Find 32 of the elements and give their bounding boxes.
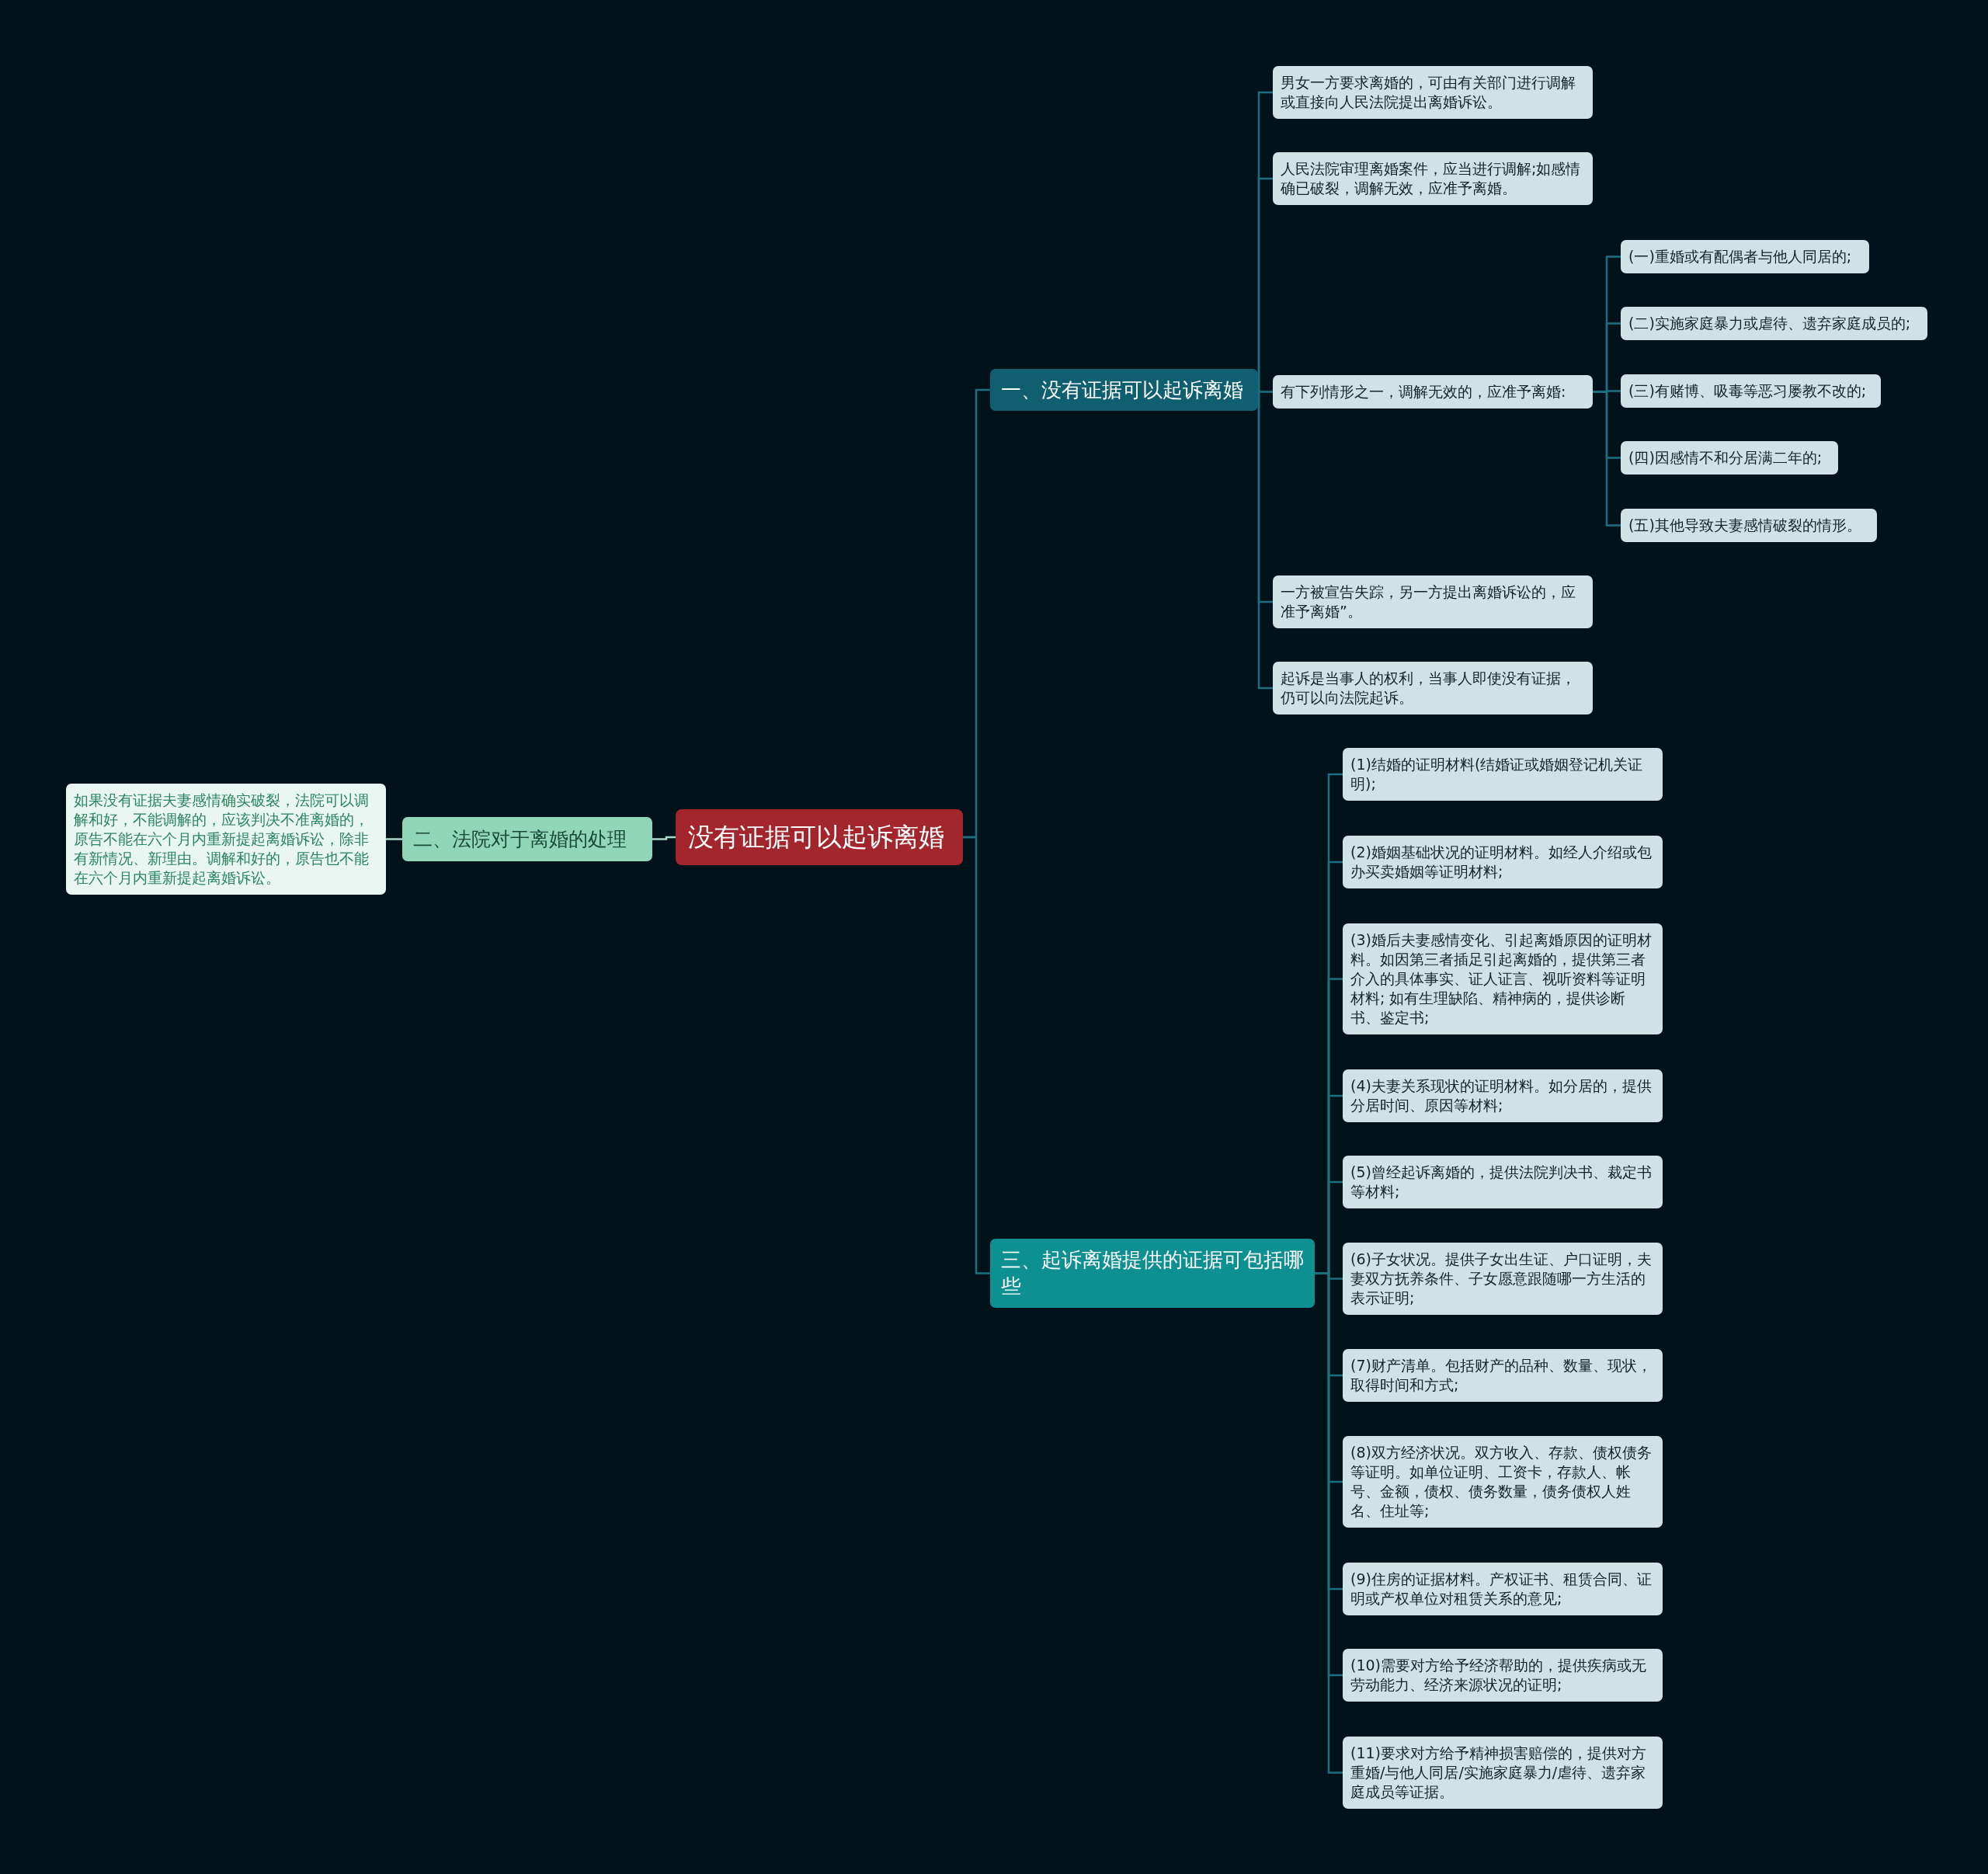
leaf-topic: (二)实施家庭暴力或虐待、遗弃家庭成员的; [1621, 307, 1927, 341]
connector-line [1256, 388, 1273, 690]
leaf-topic: (9)住房的证据材料。产权证书、租赁合同、证明或产权单位对租赁关系的意见; [1343, 1563, 1663, 1616]
leaf-topic: (三)有赌博、吸毒等恶习屡教不改的; [1621, 374, 1881, 409]
branch-topic: 三、起诉离婚提供的证据可包括哪些 [990, 1239, 1315, 1308]
leaf-topic: (7)财产清单。包括财产的品种、数量、现状，取得时间和方式; [1343, 1349, 1663, 1403]
leaf-topic: (2)婚姻基础状况的证明材料。如经人介绍或包办买卖婚姻等证明材料; [1343, 836, 1663, 889]
leaf-topic: (五)其他导致夫妻感情破裂的情形。 [1621, 509, 1877, 543]
root-topic: 没有证据可以起诉离婚 [676, 809, 963, 865]
leaf-topic: (一)重婚或有配偶者与他人同居的; [1621, 240, 1869, 274]
leaf-topic: 一方被宣告失踪，另一方提出离婚诉讼的，应准予离婚”。 [1273, 575, 1593, 629]
leaf-topic: (10)需要对方给予经济帮助的，提供疾病或无劳动能力、经济来源状况的证明; [1343, 1649, 1663, 1702]
leaf-topic: 有下列情形之一，调解无效的，应准予离婚: [1273, 375, 1593, 409]
leaf-topic: (四)因感情不和分居满二年的; [1621, 441, 1838, 475]
connector-line [652, 836, 676, 840]
branch-topic: 二、法院对于离婚的处理 [402, 817, 652, 861]
leaf-topic: (6)子女状况。提供子女出生证、户口证明，夫妻双方抚养条件、子女愿意跟随哪一方生活的表示证明; [1343, 1243, 1663, 1316]
leaf-topic: 起诉是当事人的权利，当事人即使没有证据，仍可以向法院起诉。 [1273, 662, 1593, 715]
note-topic: 如果没有证据夫妻感情确实破裂，法院可以调解和好，不能调解的，应该判决不准离婚的，原告不能在六个月内重新提起离婚诉讼，除非有新情况、新理由。调解和好的，原告也不能在六个月内重新提起离婚诉讼。 [66, 784, 386, 895]
leaf-topic: (5)曾经起诉离婚的，提供法院判决书、裁定书等材料; [1343, 1156, 1663, 1209]
leaf-topic: (1)结婚的证明材料(结婚证或婚姻登记机关证明); [1343, 748, 1663, 801]
connector-line [386, 838, 402, 840]
branch-topic: 一、没有证据可以起诉离婚 [990, 369, 1258, 412]
leaf-topic: 男女一方要求离婚的，可由有关部门进行调解或直接向人民法院提出离婚诉讼。 [1273, 66, 1593, 120]
leaf-topic: (11)要求对方给予精神损害赔偿的，提供对方重婚/与他人同居/实施家庭暴力/虐待、遗弃家庭成员等证据。 [1343, 1737, 1663, 1810]
connector-line [1593, 391, 1621, 527]
connector-line [963, 836, 990, 1274]
leaf-topic: (8)双方经济状况。双方收入、存款、债权债务等证明。如单位证明、工资卡，存款人、帐号、金额，债权、债务数量，债务债权人姓名、住址等; [1343, 1436, 1663, 1528]
leaf-topic: (4)夫妻关系现状的证明材料。如分居的，提供分居时间、原因等材料; [1343, 1069, 1663, 1123]
leaf-topic: (3)婚后夫妻感情变化、引起离婚原因的证明材料。如因第三者插足引起离婚的，提供第三者介入的具体事实、证人证言、视听资料等证明材料; 如有生理缺陷、精神病的，提供诊断书、鉴定书; [1343, 923, 1663, 1035]
leaf-topic: 人民法院审理离婚案件，应当进行调解;如感情确已破裂，调解无效，应准予离婚。 [1273, 152, 1593, 206]
connector-line [1256, 177, 1273, 391]
